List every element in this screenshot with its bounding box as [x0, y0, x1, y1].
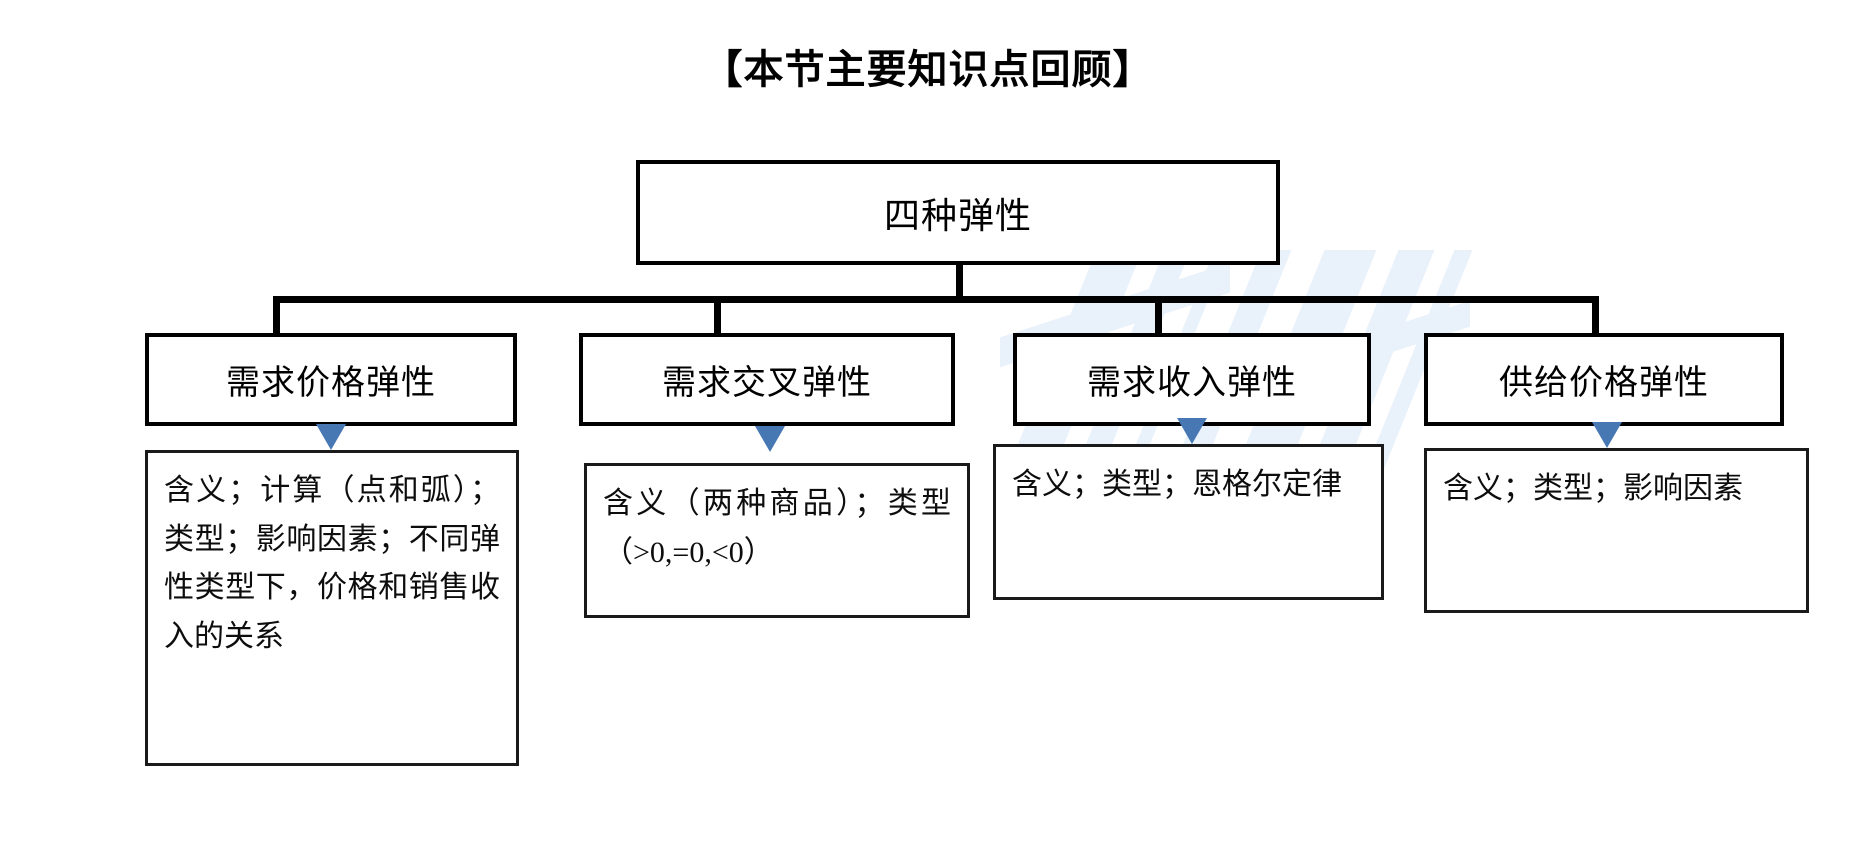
node-branch-price-elasticity-of-supply[interactable]: 供给价格弹性 — [1424, 333, 1784, 426]
node-root-four-elasticities[interactable]: 四种弹性 — [636, 160, 1280, 265]
connector-drop-3 — [1155, 296, 1162, 336]
arrow-down-icon-4 — [1592, 422, 1622, 448]
node-root-label: 四种弹性 — [883, 194, 1032, 236]
node-branch-income-elasticity-of-demand[interactable]: 需求收入弹性 — [1013, 333, 1371, 426]
detail-text: 含义；类型；影响因素 — [1443, 472, 1743, 505]
node-branch-label: 需求交叉弹性 — [662, 364, 872, 402]
node-branch-label: 需求收入弹性 — [1087, 364, 1297, 402]
connector-drop-2 — [714, 296, 721, 336]
page-title: 【本节主要知识点回顾】 — [702, 48, 1154, 92]
detail-text: 含义；计算（点和弧）；类型；影响因素；不同弹性类型下，价格和销售收入的关系 — [164, 474, 500, 653]
node-branch-price-elasticity-of-demand[interactable]: 需求价格弹性 — [145, 333, 517, 426]
detail-box-cross-elasticity-of-demand: 含义（两种商品）；类型（>0,=0,<0） — [584, 463, 970, 618]
connector-root-stem — [956, 229, 963, 302]
arrow-down-icon-1 — [316, 424, 346, 450]
detail-box-price-elasticity-of-supply: 含义；类型；影响因素 — [1424, 448, 1809, 613]
node-branch-label: 需求价格弹性 — [226, 364, 436, 402]
node-branch-cross-elasticity-of-demand[interactable]: 需求交叉弹性 — [579, 333, 955, 426]
detail-text: 含义（两种商品）；类型（>0,=0,<0） — [603, 487, 951, 569]
node-branch-label: 供给价格弹性 — [1499, 364, 1709, 402]
detail-box-income-elasticity-of-demand: 含义；类型；恩格尔定律 — [993, 444, 1384, 600]
connector-horizontal-bus — [273, 296, 1599, 303]
arrow-down-icon-2 — [755, 426, 785, 452]
detail-box-price-elasticity-of-demand: 含义；计算（点和弧）；类型；影响因素；不同弹性类型下，价格和销售收入的关系 — [145, 450, 519, 766]
connector-drop-1 — [273, 296, 280, 336]
arrow-down-icon-3 — [1177, 418, 1207, 444]
connector-drop-4 — [1592, 296, 1599, 336]
detail-text: 含义；类型；恩格尔定律 — [1012, 468, 1342, 501]
